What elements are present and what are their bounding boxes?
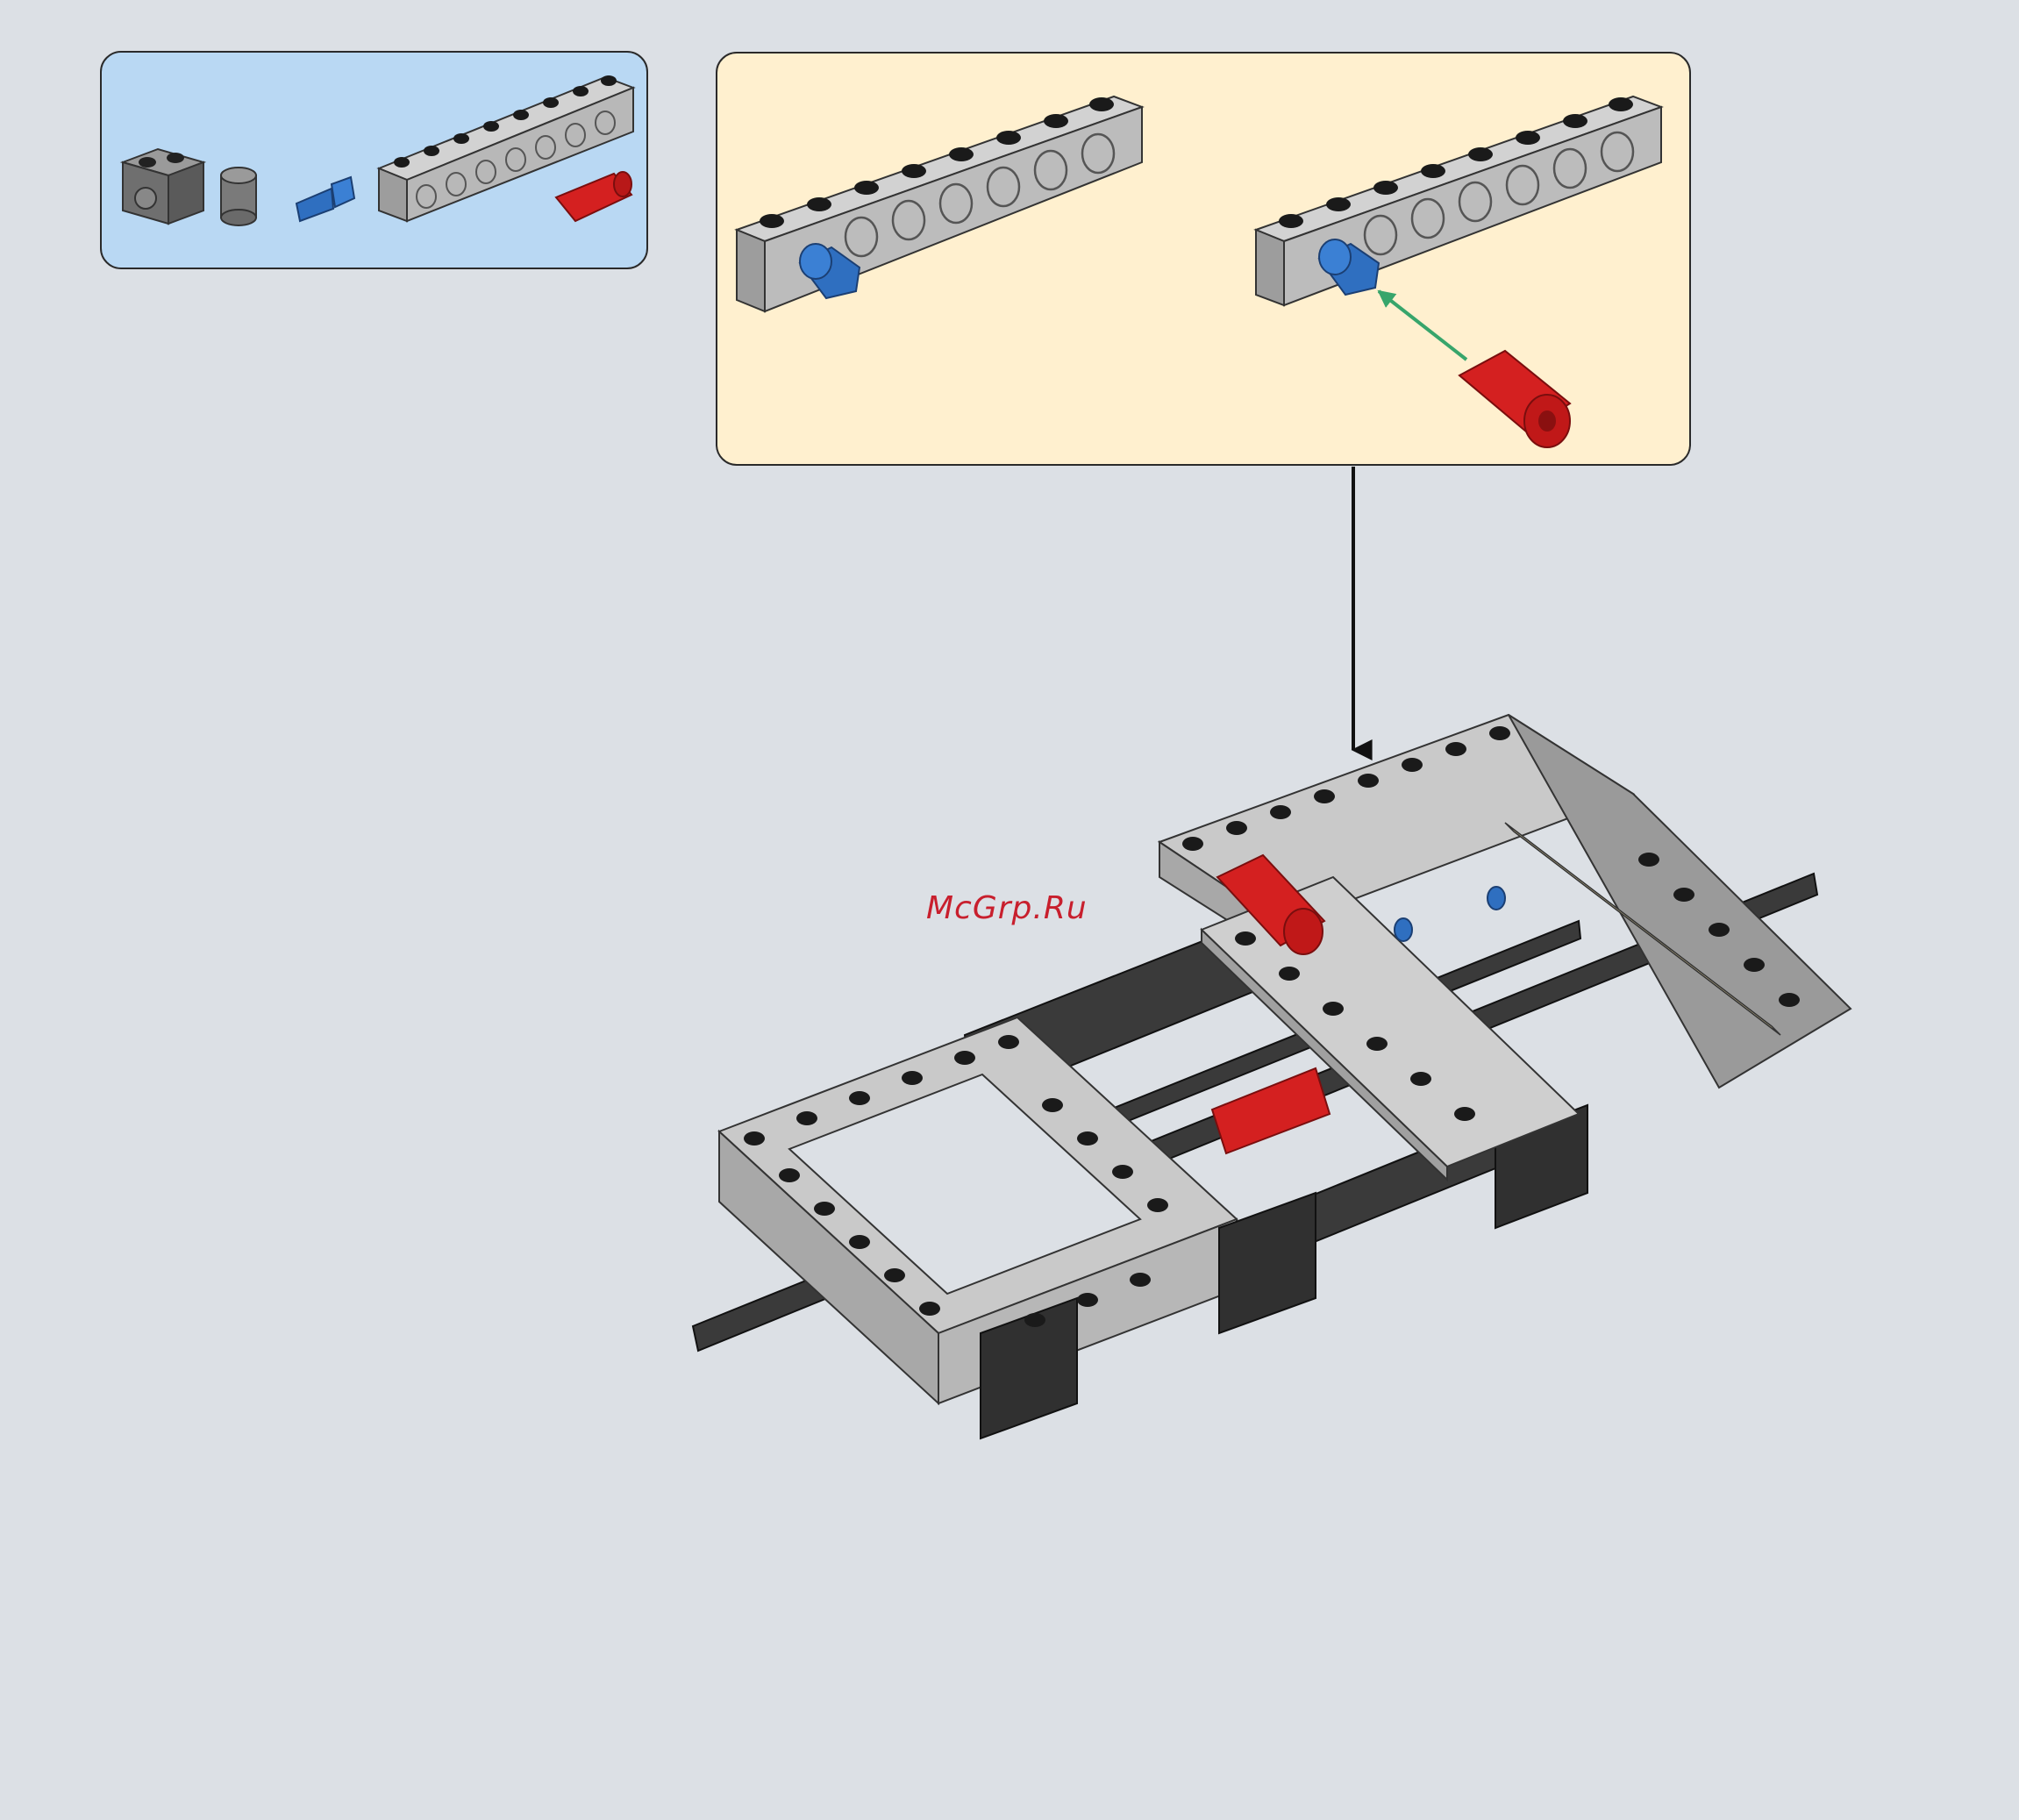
part-dark-gray-brick-1x2	[123, 149, 203, 224]
part-blue-axle-pin	[296, 177, 354, 221]
main-chassis-assembly	[693, 715, 1851, 1438]
part-dark-gray-round-brick	[221, 168, 256, 225]
part-red-axle-connector	[556, 172, 631, 221]
subassembly-beam-with-pin-and-connector	[1256, 96, 1661, 447]
watermark-text: McGrp.Ru	[926, 890, 1088, 926]
subassembly-beam-with-pin	[737, 96, 1142, 311]
insert-arrow	[1379, 291, 1466, 360]
